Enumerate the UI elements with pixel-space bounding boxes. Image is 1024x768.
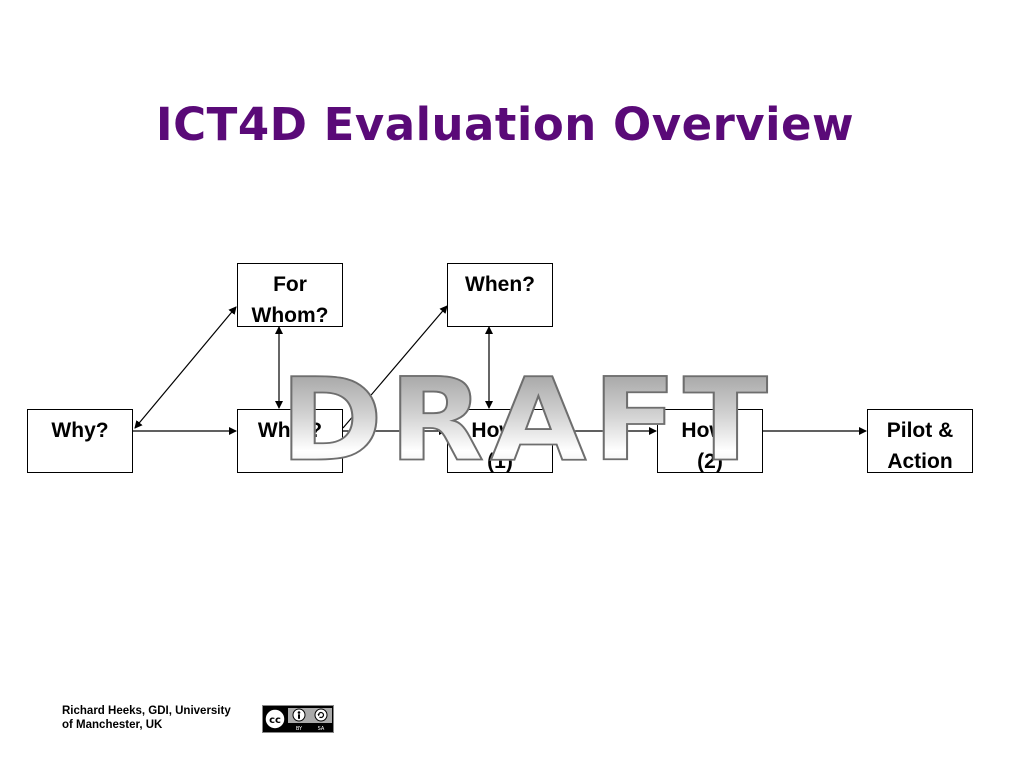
footer-credit-line2: of Manchester, UK bbox=[62, 719, 163, 731]
node-why-label: Why? bbox=[51, 419, 109, 442]
node-what-label: What? bbox=[257, 419, 323, 442]
node-for-whom-line1: For bbox=[273, 273, 307, 296]
node-how-1: How? (1) bbox=[447, 409, 553, 473]
slide-title: ICT4D Evaluation Overview bbox=[155, 98, 855, 151]
node-how-1-line2: (1) bbox=[487, 450, 513, 473]
node-pilot-line2: Action bbox=[887, 450, 953, 473]
node-why: Why? bbox=[27, 409, 133, 473]
edge-what-when bbox=[342, 305, 448, 429]
node-for-whom: For Whom? bbox=[237, 263, 343, 327]
cc-sa-text: SA bbox=[318, 726, 325, 732]
edge-why-forwhom bbox=[134, 306, 237, 429]
node-pilot-line1: Pilot & bbox=[886, 419, 954, 442]
footer-credit: Richard Heeks, GDI, University of Manche… bbox=[62, 704, 231, 732]
node-how-2-line1: How? bbox=[681, 419, 739, 442]
node-what: What? bbox=[237, 409, 343, 473]
node-how-2: How? (2) bbox=[657, 409, 763, 473]
node-when-label: When? bbox=[465, 273, 535, 296]
node-for-whom-line2: Whom? bbox=[251, 304, 329, 327]
node-how-2-line2: (2) bbox=[697, 450, 723, 473]
cc-by-sa-icon: cc BY SA bbox=[262, 705, 334, 733]
footer-credit-line1: Richard Heeks, GDI, University bbox=[62, 705, 231, 717]
node-pilot-action: Pilot & Action bbox=[867, 409, 973, 473]
node-when: When? bbox=[447, 263, 553, 327]
cc-by-text: BY bbox=[296, 726, 303, 732]
node-how-1-line1: How? bbox=[471, 419, 529, 442]
svg-text:cc: cc bbox=[269, 715, 281, 726]
